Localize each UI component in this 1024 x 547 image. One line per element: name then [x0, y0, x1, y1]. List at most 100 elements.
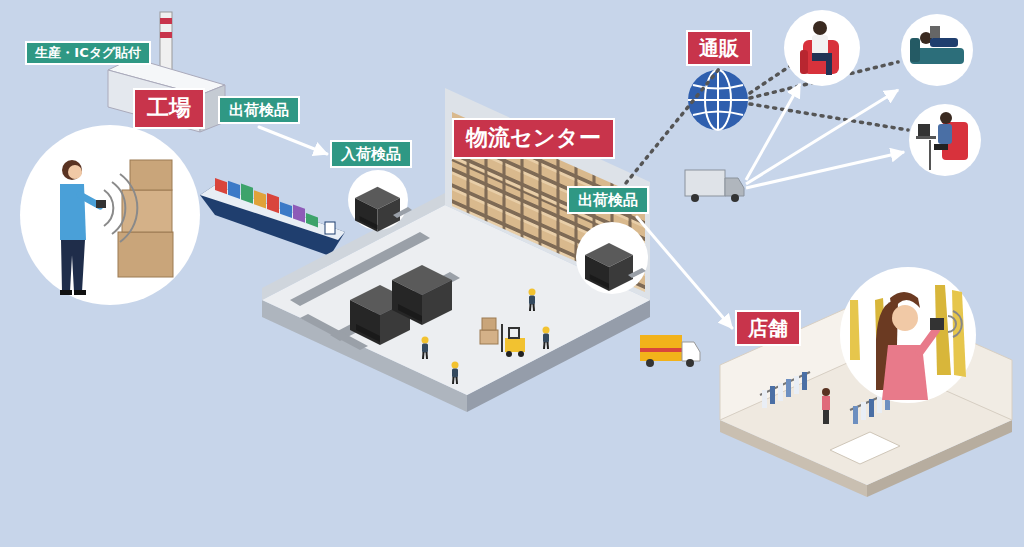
cargo-ship-part-part [293, 204, 305, 222]
process-tag: 生産・ICタグ貼付 [25, 41, 151, 65]
warehouse-part-part [509, 328, 519, 338]
online-delivery-part [725, 178, 744, 196]
retail-store-part [892, 305, 918, 331]
retail-store-part [830, 432, 900, 464]
cargo-ship-part [215, 174, 318, 227]
online-delivery-part [685, 170, 725, 196]
label-text: 生産・ICタグ貼付 [34, 45, 142, 61]
tagging-scene-part [68, 165, 82, 179]
tagging-scene-part [60, 290, 72, 295]
cargo-ship-part-part [228, 181, 240, 199]
online-delivery-part [930, 38, 958, 47]
warehouse-part [392, 265, 452, 325]
warehouse-part [482, 318, 496, 330]
warehouse-part [393, 207, 412, 218]
retail-store-part [953, 311, 962, 337]
label-text: 物流センター [465, 125, 602, 151]
cargo-ship [200, 174, 345, 256]
factory-building-part [160, 32, 172, 38]
delivery-truck-part [686, 359, 694, 367]
online-delivery-part [688, 70, 748, 130]
warehouse-part-part [355, 187, 400, 232]
online-delivery-part [938, 124, 952, 144]
retail-store-part [861, 402, 866, 420]
online-delivery-part [918, 124, 930, 136]
warehouse-part [480, 330, 498, 344]
retail-store-part [760, 372, 810, 395]
warehouse-part [502, 324, 525, 357]
factory-building-part [160, 12, 172, 74]
cargo-ship-part-part [215, 178, 227, 194]
warehouse-part [452, 112, 645, 292]
process-tag: 出荷検品 [218, 96, 300, 124]
warehouse-part-part [585, 243, 633, 291]
online-delivery-part [916, 136, 936, 139]
online-delivery-part [909, 104, 981, 176]
label-text: 入荷検品 [340, 145, 402, 163]
online-delivery-part [750, 104, 908, 130]
online-delivery-part [929, 140, 931, 170]
retail-store-part [930, 318, 944, 330]
online-delivery-part [691, 194, 699, 202]
warehouse-part [543, 327, 550, 350]
retail-store-part [822, 388, 830, 396]
retail-store-part [762, 390, 767, 408]
tagging-scene-part [96, 200, 106, 208]
stage-label: 店舗 [735, 310, 801, 346]
warehouse-part [355, 187, 400, 232]
cargo-ship-part [200, 185, 345, 256]
tagging-scene-part [112, 182, 125, 234]
retail-store-part [840, 267, 976, 403]
online-delivery-part [813, 21, 827, 35]
cargo-ship-part-part [306, 213, 318, 227]
label-text: 店舗 [747, 316, 789, 340]
warehouse-part [529, 289, 536, 312]
cargo-ship-part-part [254, 190, 266, 208]
retail-store-part [770, 386, 775, 404]
warehouse-part [445, 88, 650, 300]
retail-store-part [794, 376, 799, 394]
warehouse-part [585, 243, 633, 291]
label-text: 出荷検品 [228, 101, 290, 119]
flow-arrow [637, 217, 732, 328]
online-delivery-part [731, 194, 739, 202]
retail-store-part [786, 379, 791, 397]
retail-store-part [822, 396, 830, 410]
retail-store-part [920, 330, 936, 352]
tagging-scene-part [130, 160, 172, 190]
tagging-scene-part [61, 240, 85, 292]
online-delivery-part [800, 50, 808, 74]
online-delivery-part [930, 26, 940, 38]
retail-store-part [948, 316, 956, 332]
stage-label: 通販 [686, 30, 752, 66]
warehouse-part [452, 362, 459, 385]
cargo-ship-part-part [280, 202, 292, 218]
tagging-scene-part [118, 232, 173, 277]
process-tag: 出荷検品 [567, 186, 649, 214]
warehouse [262, 88, 650, 412]
retail-store-part [869, 399, 874, 417]
retail-store-part [877, 395, 882, 413]
tagging-scene [20, 125, 200, 305]
warehouse-part [628, 268, 646, 278]
retail-store [720, 267, 1012, 497]
warehouse-part [576, 222, 648, 294]
cargo-ship-part-part [241, 183, 253, 203]
warehouse-part-part [506, 351, 512, 357]
cargo-ship-part [325, 222, 335, 234]
retail-store-part [890, 292, 920, 312]
tagging-scene-part [62, 160, 82, 180]
online-delivery-part [784, 10, 860, 86]
warehouse-part-part [518, 351, 524, 357]
online-delivery-part [934, 144, 948, 150]
tagging-scene-part [120, 174, 137, 242]
warehouse-part-part [501, 324, 503, 352]
warehouse-part [262, 205, 650, 395]
delivery-truck-part [646, 359, 654, 367]
warehouse-part [422, 337, 429, 360]
warehouse-part-part [505, 338, 525, 352]
